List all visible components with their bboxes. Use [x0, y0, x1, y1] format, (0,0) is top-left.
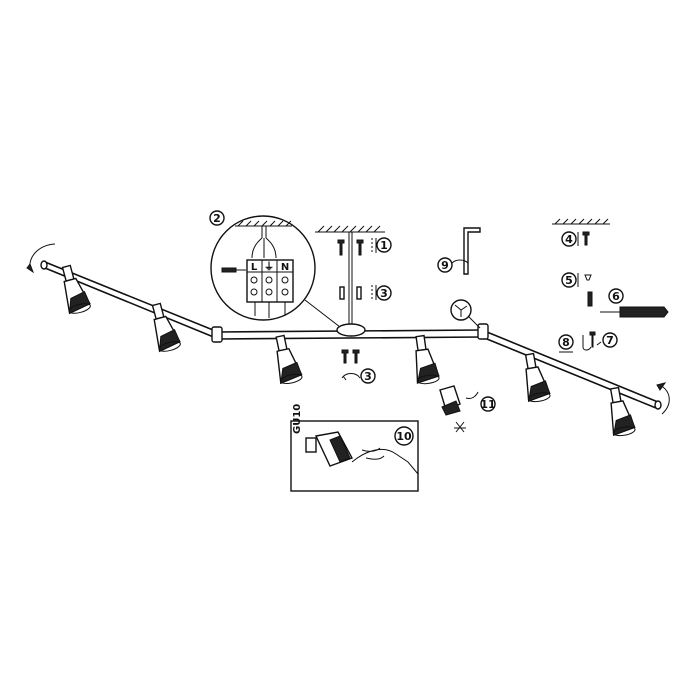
allen-key: 9: [437, 227, 481, 329]
rotate-arrow-right: [659, 384, 670, 415]
terminal-label-l: L: [251, 262, 258, 273]
wall-plug: [584, 274, 592, 281]
terminal-label-earth: ⏚: [264, 261, 274, 273]
step-label-6: 6: [612, 290, 620, 303]
screw-icon: [337, 239, 345, 256]
screw-icon: [341, 349, 349, 364]
svg-text:3: 3: [380, 287, 388, 300]
step-label-1: 1: [376, 237, 392, 253]
spot-lamp: [61, 264, 91, 315]
step-label-11: 11: [480, 398, 495, 411]
step-label-9: 9: [441, 259, 449, 272]
arrow-head-icon: [656, 382, 667, 391]
step-label-5: 5: [565, 274, 573, 287]
step-label-3a: 3: [376, 285, 392, 301]
hand-icon: [351, 449, 419, 475]
spot-lamp: [609, 386, 636, 437]
callout-line: [304, 299, 341, 328]
svg-text:3: 3: [364, 370, 372, 383]
canopy: [336, 323, 366, 337]
svg-text:1: 1: [380, 239, 388, 252]
wall-plug: [339, 286, 345, 300]
spot-lamp: [524, 352, 551, 403]
arrow-head-icon: [26, 262, 35, 274]
step-label-3b: 3: [360, 368, 376, 384]
svg-text:GU10: GU10: [292, 404, 303, 434]
support-mount: 4 5 6 7 8: [552, 218, 669, 353]
terminal-label-n: N: [281, 262, 289, 273]
screw-icon: [582, 231, 590, 246]
bulb-icon: GU10: [292, 404, 354, 467]
ceiling-mount: [315, 225, 385, 381]
bulb-replacement-panel: 10 GU10: [290, 404, 419, 492]
hook-icon: [582, 335, 592, 351]
screw-icon: [356, 239, 364, 256]
screw-icon: [587, 291, 593, 307]
screw-icon: [589, 331, 596, 348]
spot-lamp: [275, 334, 303, 385]
spot-lamp: [415, 334, 440, 385]
right-joint: [477, 323, 489, 340]
step-label-2: 2: [213, 212, 221, 225]
right-end-cap: [654, 400, 662, 410]
left-end-cap: [40, 260, 48, 270]
left-joint: [211, 326, 223, 343]
wiring-detail: L ⏚ N 2: [209, 210, 341, 328]
spot-lamp: [151, 302, 181, 353]
screw-icon: [352, 349, 360, 364]
step-label-8: 8: [562, 336, 570, 349]
spot-lamps: [61, 264, 636, 437]
screwdriver-icon: [221, 267, 237, 273]
step-label-4: 4: [565, 233, 573, 246]
step-label-7: 7: [606, 334, 614, 347]
lamp-tilt-detail: 11: [439, 385, 496, 433]
wall-plug: [356, 286, 362, 300]
screwdriver-icon: [619, 306, 669, 318]
step-label-10: 10: [396, 430, 412, 443]
